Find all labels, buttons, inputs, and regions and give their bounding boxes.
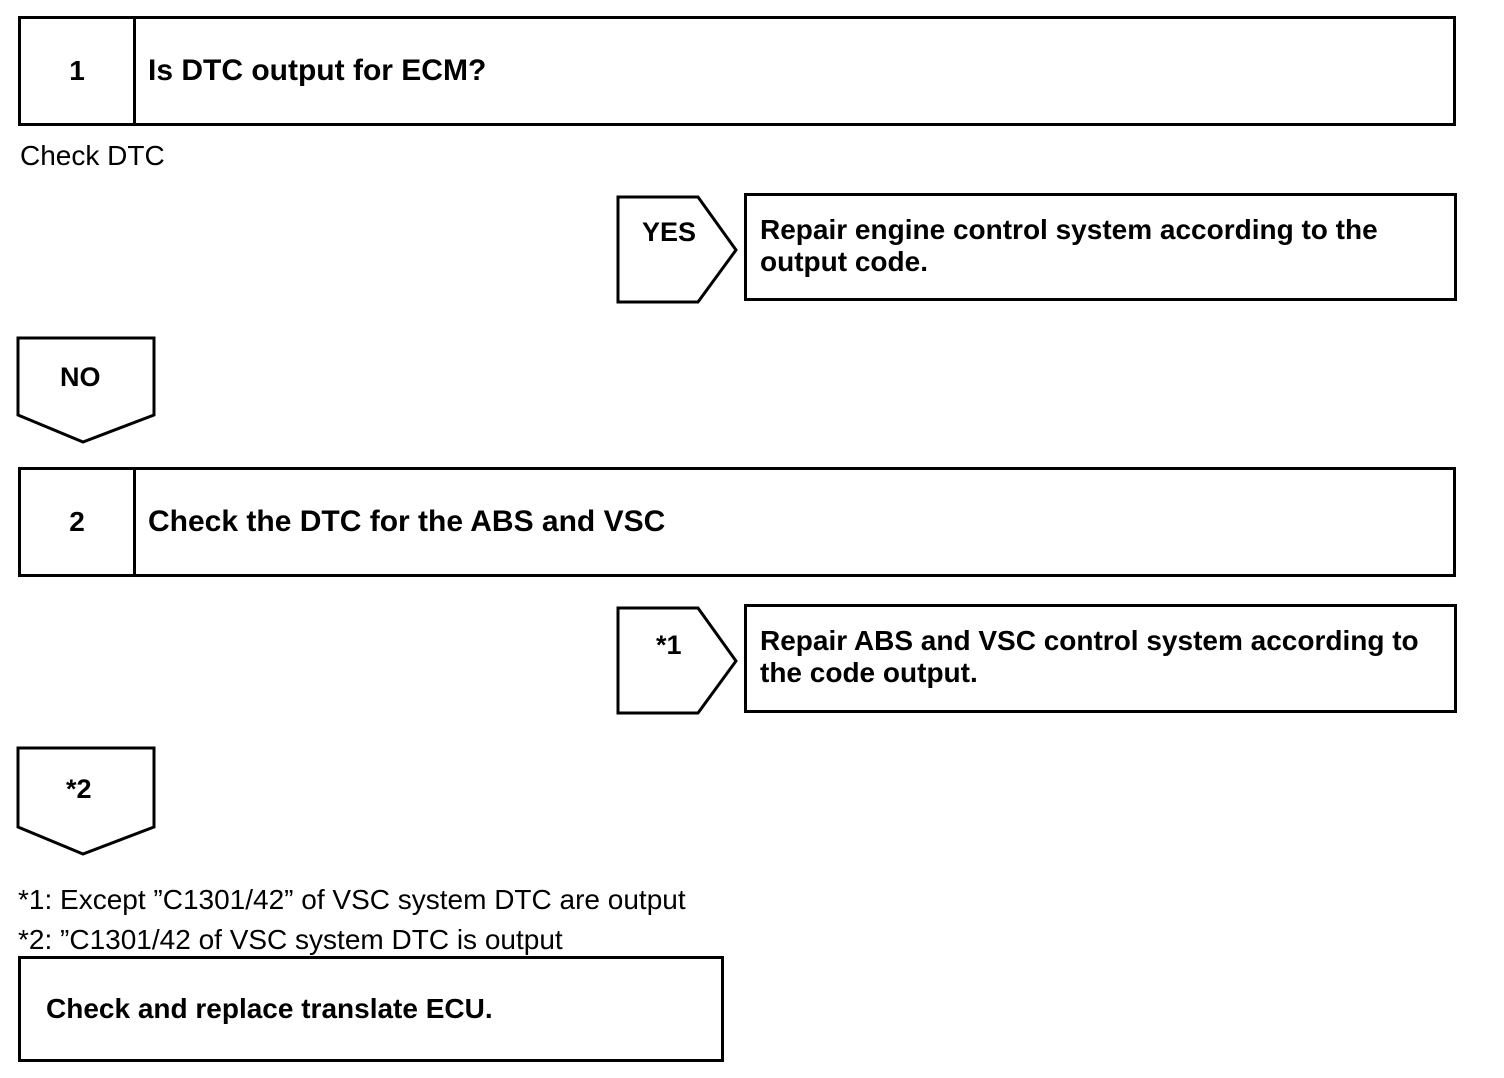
branch-1-result-text: Repair ABS and VSC control system accord… [760,625,1419,688]
no-arrow: NO [16,336,157,446]
branch-2-label: *2 [66,774,92,804]
step-2-box: 2 Check the DTC for the ABS and VSC [18,467,1456,577]
note-2: *2: ”C1301/42 of VSC system DTC is outpu… [18,924,563,955]
yes-result-text: Repair engine control system according t… [760,214,1378,277]
note-1: *1: Except ”C1301/42” of VSC system DTC … [18,884,686,915]
branch-2-arrow: *2 [16,746,157,858]
final-box: Check and replace translate ECU. [18,956,724,1062]
branch-1-arrow: *1 [616,606,740,716]
branch-1-label: *1 [656,630,682,660]
yes-label: YES [642,217,697,247]
final-text: Check and replace translate ECU. [46,993,493,1024]
step-1-box: 1 Is DTC output for ECM? [18,16,1456,126]
branch-1-result-box: Repair ABS and VSC control system accord… [744,604,1457,713]
yes-arrow: YES [616,195,740,305]
step-2-number: 2 [21,470,136,574]
step-1-number: 1 [21,19,136,123]
no-label: NO [60,362,101,392]
yes-result-box: Repair engine control system according t… [744,193,1457,301]
step-2-title: Check the DTC for the ABS and VSC [148,505,666,538]
step-1-instruction: Check DTC [20,140,165,171]
step-1-title: Is DTC output for ECM? [148,54,487,87]
